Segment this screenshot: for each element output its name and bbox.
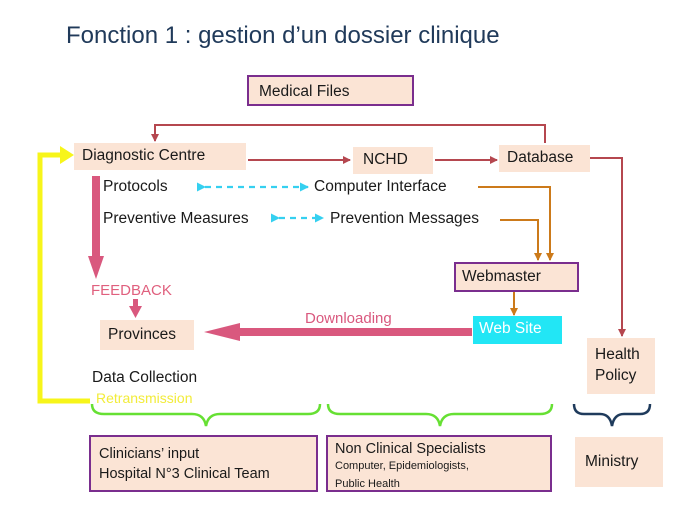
non-clinical-group-box: Non Clinical Specialists Computer, Epide… (326, 435, 552, 492)
clinicians-input-label: Clinicians’ input (99, 446, 200, 462)
retransmission-label: Retransmission (96, 390, 193, 406)
feedback-label: FEEDBACK (91, 282, 172, 299)
diagnostic-centre-label: Diagnostic Centre (82, 147, 206, 164)
non-clinical-specialties: Computer, Epidemiologists, (335, 460, 469, 472)
web-site-label: Web Site (479, 320, 542, 337)
clinicians-group-box: Clinicians’ input Hospital N°3 Clinical … (89, 435, 318, 492)
webmaster-node: Webmaster (454, 262, 579, 292)
retransmission-loop-head (60, 146, 74, 164)
medical-files-label: Medical Files (259, 83, 350, 100)
webmaster-label: Webmaster (462, 268, 541, 285)
database-to-health-policy-arrow (590, 157, 626, 337)
feedback-to-provinces-shaft (133, 299, 138, 307)
health-policy-line2: Policy (595, 367, 637, 384)
database-label: Database (507, 149, 574, 166)
page-title: Fonction 1 : gestion d’un dossier cliniq… (66, 22, 500, 49)
web-site-node: Web Site (473, 316, 562, 344)
data-collection-label: Data Collection (92, 369, 198, 386)
ministry-label: Ministry (585, 453, 639, 470)
non-clinical-brace (326, 403, 554, 427)
downloading-arrow (204, 323, 472, 341)
diagnostic-centre-node: Diagnostic Centre (74, 143, 246, 170)
preventive-measures-label: Preventive Measures (103, 210, 249, 227)
ministry-brace (572, 403, 652, 427)
messages-to-webmaster-arrow (500, 219, 542, 261)
clinicians-brace (90, 403, 322, 427)
health-policy-node: Health Policy (587, 338, 655, 394)
ministry-node: Ministry (575, 437, 663, 487)
database-node: Database (499, 145, 590, 172)
diagnostic-to-feedback-head (88, 256, 104, 279)
interface-to-webmaster-arrow (478, 186, 554, 261)
health-policy-line1: Health (595, 346, 640, 363)
non-clinical-title: Non Clinical Specialists (335, 441, 486, 457)
provinces-label: Provinces (108, 326, 177, 343)
provinces-node: Provinces (100, 320, 194, 350)
feedback-to-provinces-head (129, 306, 142, 318)
downloading-label: Downloading (305, 310, 392, 327)
prevention-messages-label: Prevention Messages (330, 210, 480, 227)
clinical-team-label: Hospital N°3 Clinical Team (99, 466, 270, 482)
nchd-label: NCHD (363, 151, 408, 168)
public-health-label: Public Health (335, 478, 400, 490)
medical-files-node: Medical Files (247, 75, 414, 106)
nchd-node: NCHD (353, 147, 433, 174)
diagnostic-to-feedback-shaft (92, 176, 100, 258)
protocols-label: Protocols (103, 178, 168, 195)
database-to-diagnostic-arrow (151, 124, 546, 143)
computer-interface-label: Computer Interface (314, 178, 447, 195)
retransmission-loop-arrow (37, 152, 90, 404)
